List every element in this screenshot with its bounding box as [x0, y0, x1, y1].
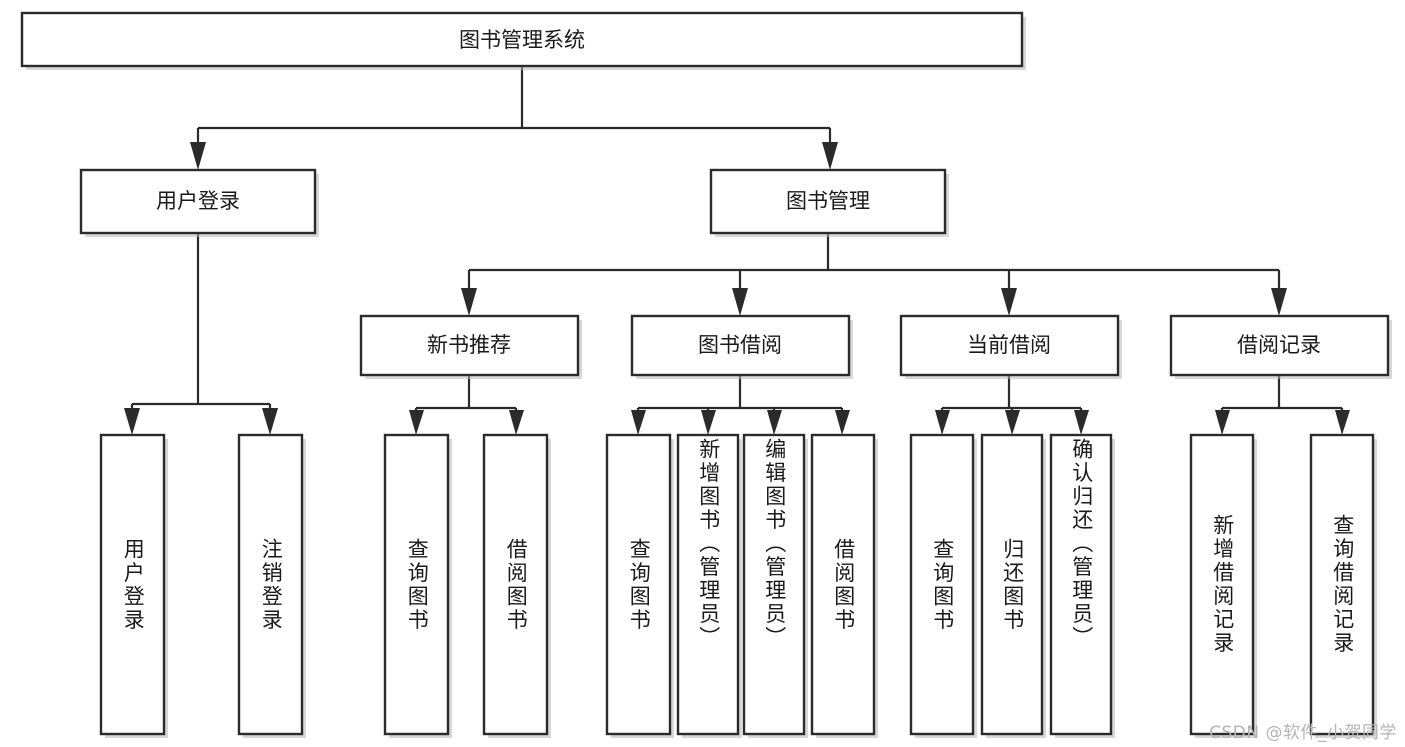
node-leaf-query-book-2[interactable]: [605, 433, 674, 738]
arrow-head-icon: [835, 410, 850, 435]
node-leaf-logout[interactable]: [237, 433, 306, 738]
arrow-head-icon: [461, 288, 477, 316]
connector-group-current-borrow-children: [935, 375, 1089, 435]
arrow-head-icon: [409, 410, 424, 435]
node-leaf-query-borrow-record[interactable]: [1309, 433, 1377, 738]
node-root[interactable]: 图书管理系统: [20, 11, 1026, 70]
node-leaf-edit-book-admin[interactable]: [742, 433, 808, 738]
node-leaf-confirm-return-admin[interactable]: [1049, 433, 1115, 738]
connector-group-new-book-children: [409, 375, 524, 435]
arrow-head-icon: [631, 410, 646, 435]
arrow-head-icon: [935, 410, 950, 435]
node-label-root: 图书管理系统: [459, 28, 585, 52]
arrow-head-icon: [1005, 410, 1020, 435]
node-leaf-return-book[interactable]: [980, 433, 1046, 738]
node-user-login[interactable]: 用户登录: [79, 168, 319, 237]
node-borrow-record[interactable]: 借阅记录: [1169, 314, 1392, 379]
connector-group-book-mgmt-to-level2: [461, 233, 1287, 316]
csdn-watermark: CSDN @软件_小贺同学: [1209, 723, 1397, 743]
node-leaf-add-borrow-record[interactable]: [1189, 433, 1257, 738]
node-leaf-query-book-1[interactable]: [383, 433, 452, 738]
connector-group-user-login-children: [124, 233, 278, 435]
node-label-book-borrow: 图书借阅: [698, 333, 782, 357]
arrow-head-icon: [124, 408, 140, 435]
arrow-head-icon: [822, 142, 838, 170]
node-current-borrow[interactable]: 当前借阅: [899, 314, 1122, 379]
arrow-head-icon: [262, 408, 278, 435]
node-leaf-add-book-admin[interactable]: [676, 433, 742, 738]
node-leaf-borrow-book-1[interactable]: [482, 433, 551, 738]
node-label-new-book-recommend: 新书推荐: [427, 333, 511, 357]
leaf-boxes-group: [99, 433, 1377, 738]
arrow-head-icon: [509, 410, 524, 435]
connector-group-book-borrow-children: [631, 375, 850, 435]
node-book-management[interactable]: 图书管理: [709, 168, 949, 237]
arrow-head-icon: [732, 288, 748, 316]
node-leaf-user-login[interactable]: [99, 433, 168, 738]
arrow-head-icon: [1215, 410, 1230, 435]
arrow-head-icon: [1335, 410, 1350, 435]
arrow-head-icon: [1074, 410, 1089, 435]
node-leaf-query-book-3[interactable]: [909, 433, 977, 738]
node-new-book-recommend[interactable]: 新书推荐: [359, 314, 582, 379]
node-label-borrow-record: 借阅记录: [1237, 333, 1321, 357]
connector-group-borrow-record-children: [1215, 375, 1350, 435]
connector-group-root-to-level1: [190, 66, 838, 170]
arrow-head-icon: [701, 410, 716, 435]
node-label-user-login: 用户登录: [156, 189, 240, 213]
arrow-head-icon: [767, 410, 782, 435]
node-label-current-borrow: 当前借阅: [967, 333, 1051, 357]
node-label-book-management: 图书管理: [786, 189, 870, 213]
arrow-head-icon: [190, 142, 206, 170]
node-book-borrow[interactable]: 图书借阅: [630, 314, 853, 379]
arrow-head-icon: [1271, 288, 1287, 316]
arrow-head-icon: [1001, 288, 1017, 316]
node-leaf-borrow-book-2[interactable]: [810, 433, 878, 738]
